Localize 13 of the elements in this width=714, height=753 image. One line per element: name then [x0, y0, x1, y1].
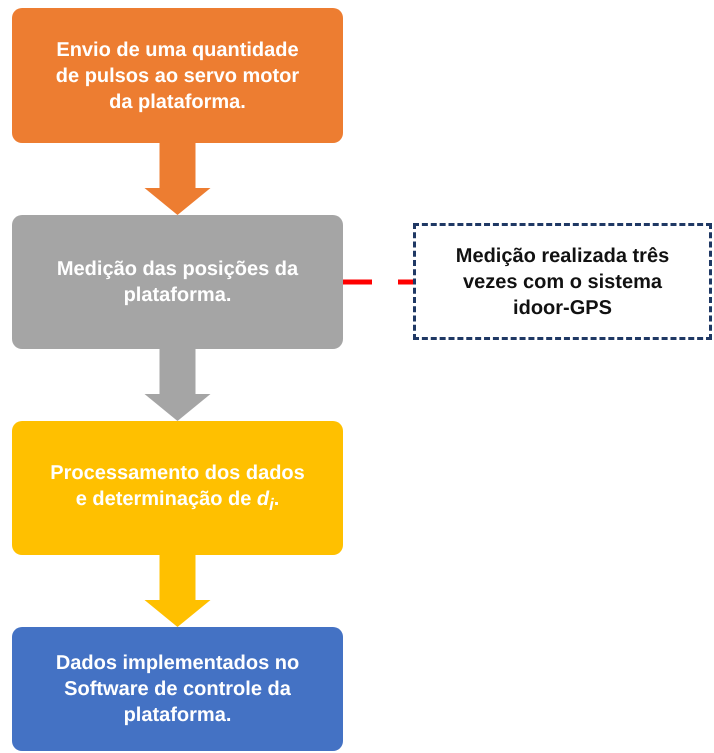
box-text: Envio de uma quantidade de pulsos ao servo motor da plataforma. [54, 38, 300, 114]
process-box [12, 421, 343, 555]
block-arrow [144, 349, 210, 421]
process-box [12, 8, 343, 143]
box-text: Medição das posições da plataforma. [56, 257, 300, 308]
box-text: Dados implementados no Software de controle da plataforma. [54, 651, 300, 728]
box-text: Processamento dos dados e determinação de d$_{i}$. [49, 461, 306, 516]
process-box [12, 627, 343, 751]
note-box [413, 223, 712, 340]
block-arrow [144, 555, 210, 627]
box-text: Medição realizada três vezes com o sistema idoor-GPS [454, 244, 670, 320]
block-arrow [144, 143, 210, 215]
process-box [12, 215, 343, 349]
